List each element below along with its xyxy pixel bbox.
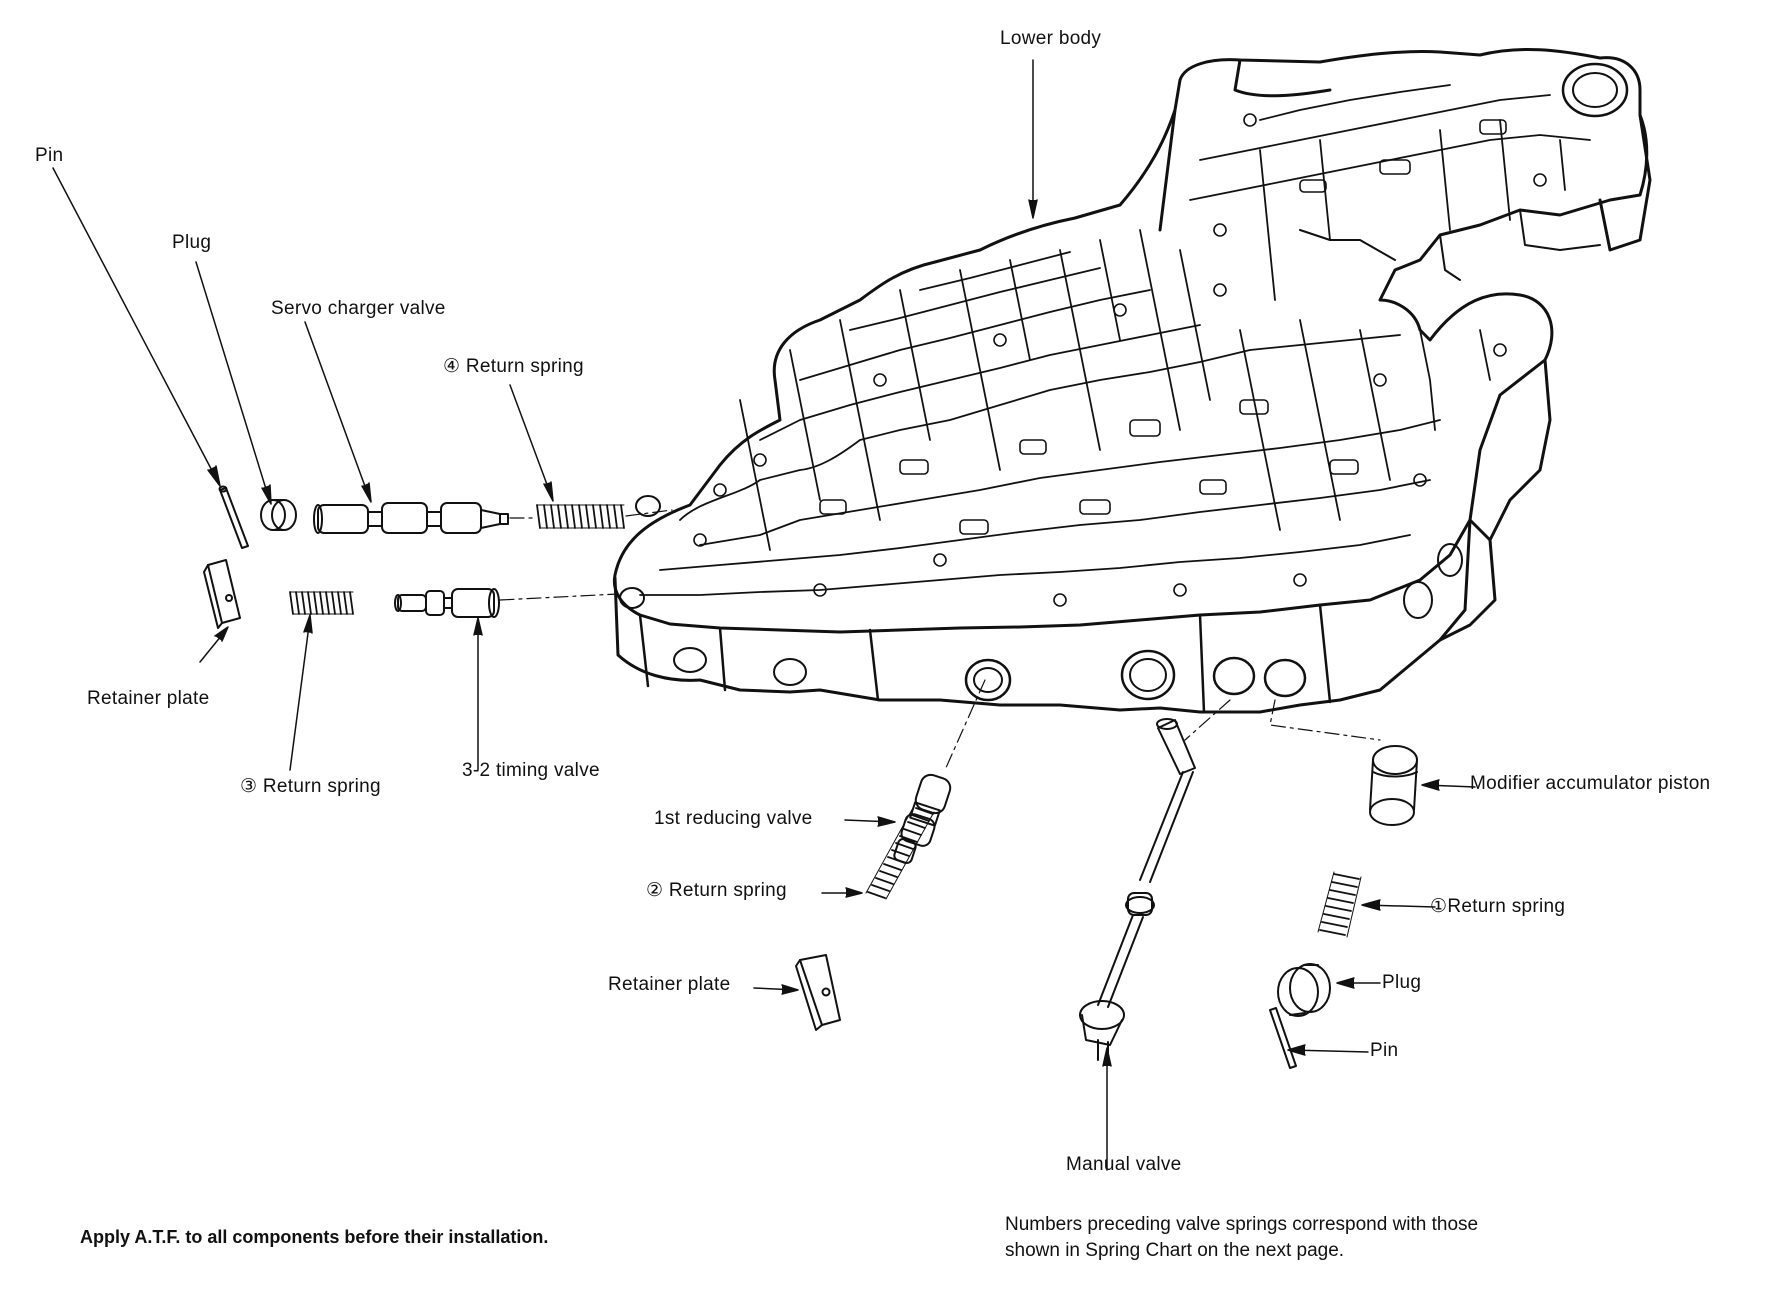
reducing-valve-centerline (944, 679, 986, 771)
retainer-plate-left-part (203, 559, 241, 629)
plug-right-part (1277, 963, 1331, 1017)
centerline-lower (499, 593, 619, 601)
label-manual-valve: Manual valve (1066, 1154, 1182, 1175)
return-spring-3-part (289, 591, 354, 615)
retainer-plate-mid-part (795, 954, 841, 1031)
label-timing-valve-3-2: 3-2 timing valve (462, 760, 600, 781)
manual-valve-part (1079, 718, 1196, 1061)
label-servo-charger-valve: Servo charger valve (271, 298, 446, 319)
modifier-accumulator-piston-part (1369, 745, 1418, 826)
label-retainer-plate-left: Retainer plate (87, 688, 210, 709)
return-spring-2-part (865, 805, 935, 900)
return-spring-1-part (1317, 871, 1362, 938)
label-modifier-accumulator-piston: Modifier accumulator piston (1470, 773, 1711, 794)
plug-left-part (260, 499, 297, 531)
label-pin-right: Pin (1370, 1040, 1399, 1061)
label-return-spring-4: ④ Return spring (443, 356, 584, 377)
note-spring-chart-line2: shown in Spring Chart on the next page. (1005, 1240, 1345, 1261)
lower-body (612, 47, 1652, 714)
label-pin-left: Pin (35, 145, 64, 166)
label-plug-right: Plug (1382, 972, 1422, 993)
leader-lines (52, 59, 1476, 1171)
note-apply-atf: Apply A.T.F. to all components before th… (80, 1227, 549, 1247)
label-lower-body: Lower body (1000, 28, 1102, 49)
return-spring-4-part (536, 504, 625, 529)
manual-valve-centerline (1184, 699, 1231, 741)
pin-left-part (218, 485, 249, 549)
servo-charger-valve-part (313, 502, 509, 534)
label-return-spring-2: ② Return spring (646, 880, 787, 901)
pin-right-part (1269, 1007, 1297, 1069)
label-return-spring-3: ③ Return spring (240, 776, 381, 797)
label-return-spring-1: ①Return spring (1430, 896, 1566, 917)
label-first-reducing-valve: 1st reducing valve (654, 808, 813, 829)
timing-valve-3-2-part (394, 588, 500, 618)
note-spring-chart-line1: Numbers preceding valve springs correspo… (1005, 1214, 1479, 1235)
label-plug-left: Plug (172, 232, 212, 253)
label-retainer-plate-mid: Retainer plate (608, 974, 731, 995)
centerline-upper (509, 509, 673, 519)
piston-centerline (1269, 699, 1381, 741)
